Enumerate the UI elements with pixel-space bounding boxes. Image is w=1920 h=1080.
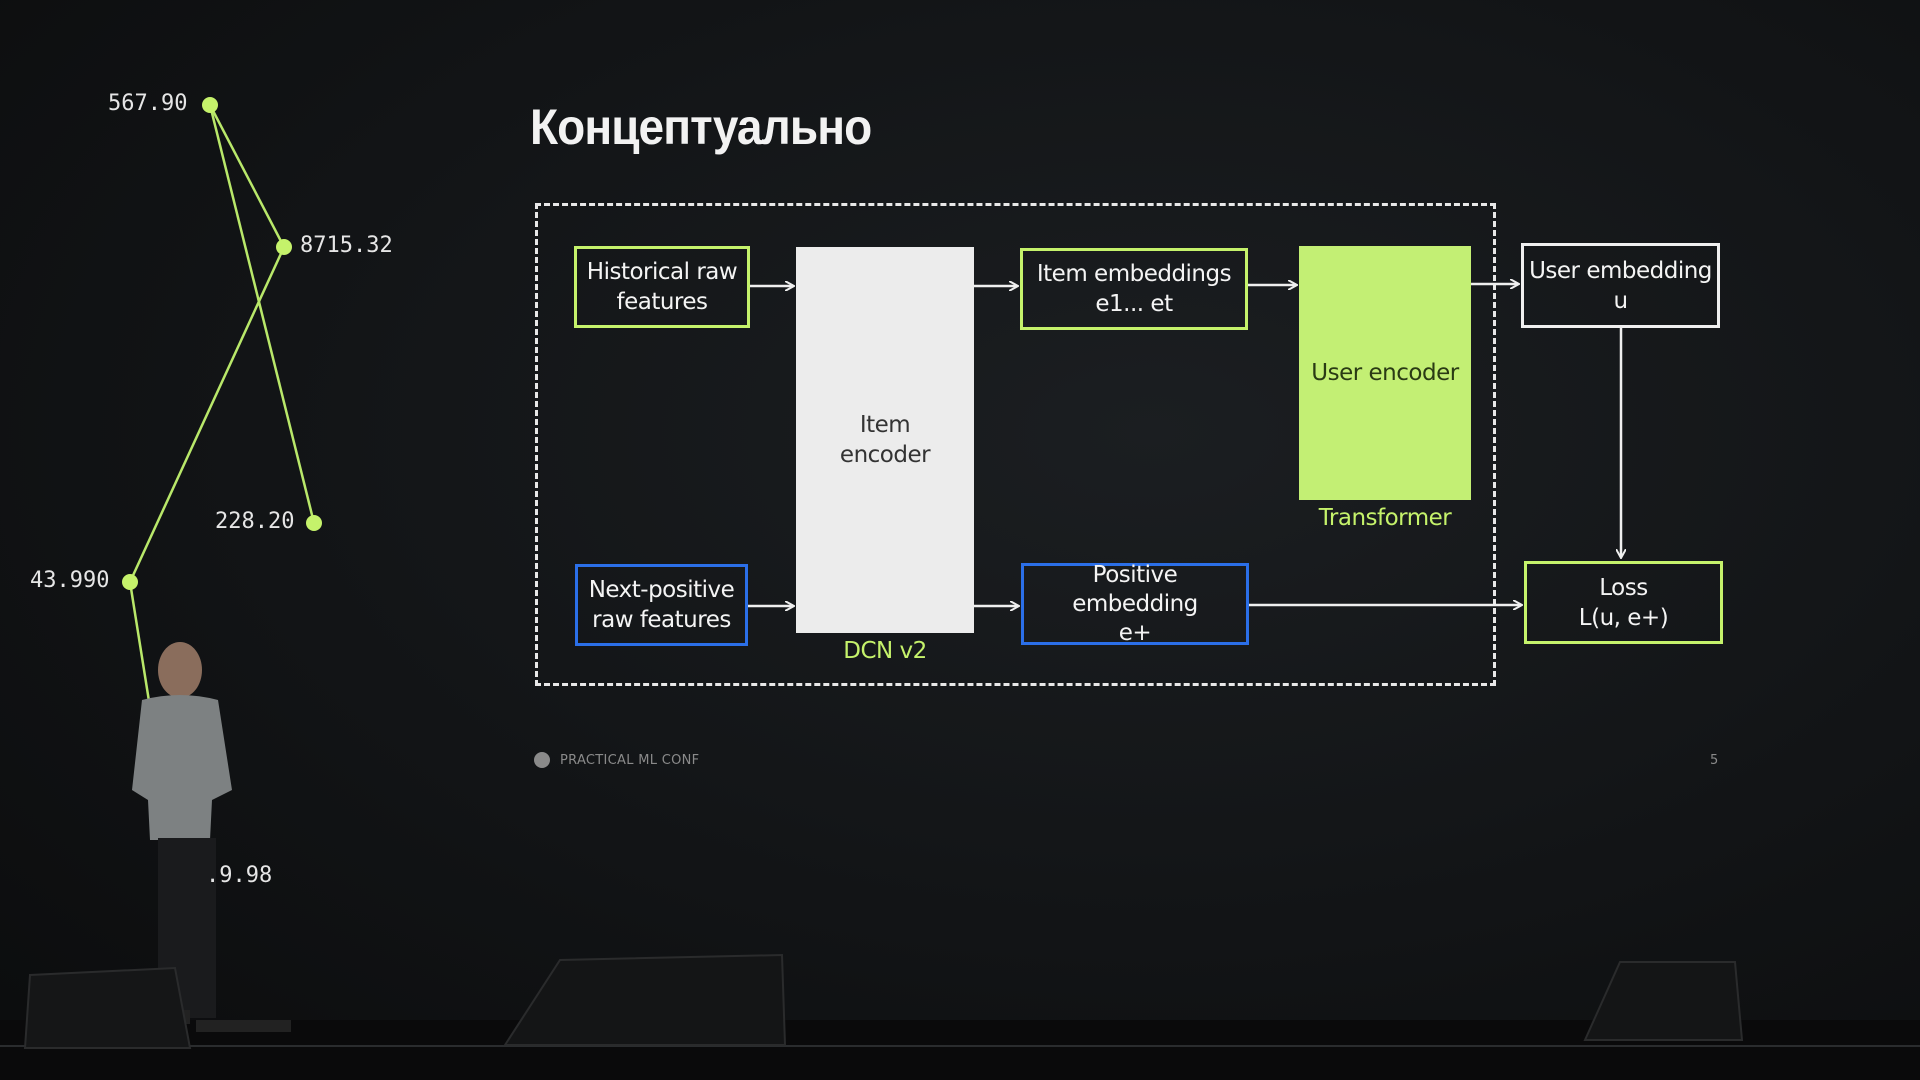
- page-number: 5: [1710, 753, 1719, 768]
- graph-node: [306, 515, 322, 531]
- stage-monitor: [23, 966, 192, 1049]
- user-encoder-caption: Transformer: [1318, 505, 1452, 531]
- brand-logo-icon: [534, 752, 550, 768]
- graph-edge: [208, 104, 316, 524]
- graph-label: .9.98: [206, 863, 273, 888]
- graph-label: 8715.32: [300, 233, 393, 258]
- stage-monitor: [1583, 961, 1744, 1041]
- stage-monitor: [503, 953, 787, 1046]
- user-embedding-box: User embedding u: [1521, 243, 1720, 328]
- positive-embedding-box: Positive embedding e+: [1021, 562, 1249, 646]
- graph-edge: [208, 104, 286, 248]
- graph-edge: [128, 581, 154, 721]
- item-encoder-caption: DCN v2: [843, 638, 927, 664]
- graph-node: [276, 239, 292, 255]
- user-encoder-box: User encoder: [1299, 246, 1471, 500]
- next-positive-raw-features-box: Next-positive raw features: [575, 564, 748, 646]
- graph-label: 228.20: [215, 509, 295, 534]
- graph-edges: [128, 104, 316, 721]
- item-embeddings-box: Item embeddings e1... et: [1020, 248, 1248, 330]
- graph-label: 43.990: [30, 568, 110, 593]
- slide-title: Концептуально: [530, 99, 872, 155]
- footer-brand: PRACTICAL ML CONF: [560, 753, 700, 768]
- graph-edge: [128, 246, 286, 583]
- graph-node: [202, 97, 218, 113]
- graph-node: [122, 574, 138, 590]
- graph-nodes: [122, 97, 322, 590]
- item-encoder-box: Item encoder: [796, 247, 974, 633]
- graph-label: 567.90: [108, 91, 188, 116]
- loss-box: Loss L(u, e+): [1524, 561, 1723, 644]
- historical-raw-features-box: Historical raw features: [574, 246, 750, 328]
- system-boundary: [535, 203, 1496, 686]
